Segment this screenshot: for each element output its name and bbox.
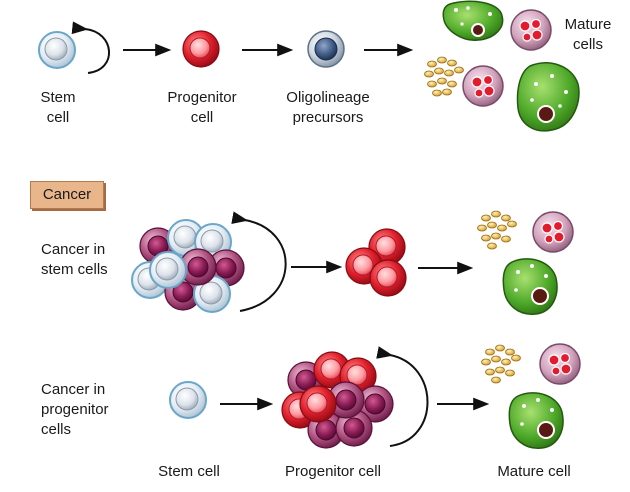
cancer-stem-cluster-icon [131,219,245,313]
mature-cells-cluster-3 [481,343,581,449]
cancer-stem-row [131,210,574,315]
self-renewal-arrow-3 [376,346,429,447]
self-renewal-arrow [71,21,110,74]
cancer-progenitor-row [169,343,581,449]
platelet-cluster-icon-3 [481,344,521,384]
cancer-progenitor-cluster-icon [281,351,394,449]
stem-cell-icon [38,31,76,69]
macrophage-cell-icon-2 [516,62,580,132]
macrophage-cell-icon-4 [508,392,564,449]
progenitor-cell-label-2: Progenitor cell [285,463,381,480]
progenitor-cluster-icon [345,228,407,297]
platelet-cluster-icon-2 [477,210,517,250]
stem-cell-label-2: Stem cell [158,463,220,480]
mature-cells-cluster-2 [477,210,574,315]
granulocyte-cell-icon [510,9,552,51]
cancer-section-tag: Cancer [30,181,104,209]
normal-row [38,0,580,132]
oligolineage-cell-icon [307,30,345,68]
mature-cell-label: Mature cell [497,463,571,480]
granulocyte-cell-icon-3 [532,211,574,253]
granulocyte-cell-icon-2 [462,65,504,107]
granulocyte-cell-icon-4 [539,343,581,385]
self-renewal-arrow-2 [231,211,287,312]
mature-cells-cluster [424,0,580,132]
platelet-cluster-icon [424,56,464,97]
macrophage-cell-icon-3 [502,258,558,315]
macrophage-cell-icon [442,0,504,41]
stem-cell-icon-2 [169,381,207,419]
progenitor-cell-icon [182,30,220,68]
